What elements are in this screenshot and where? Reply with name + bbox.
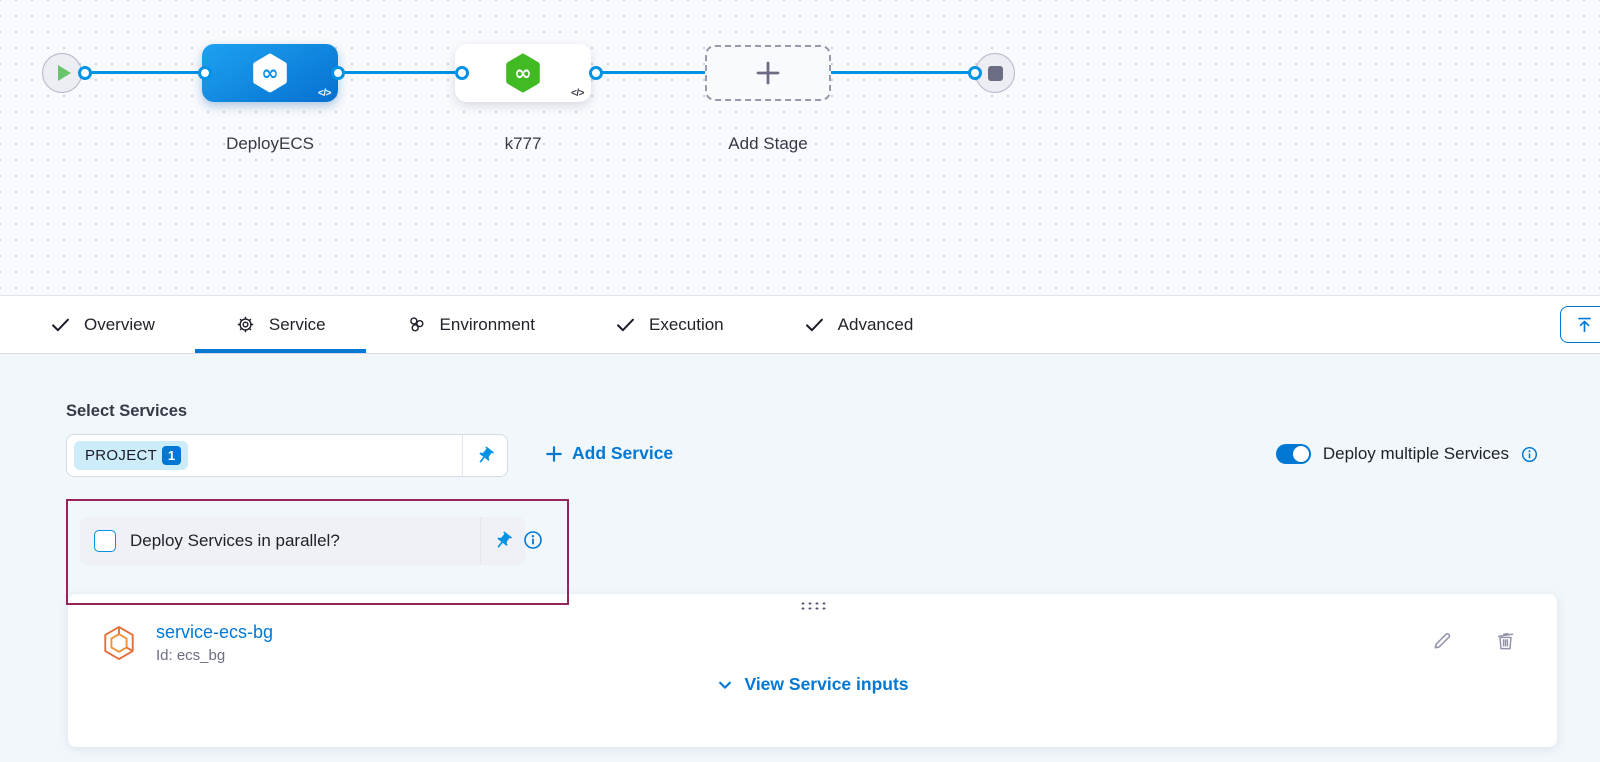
trash-icon [1494, 629, 1517, 652]
tab-advanced[interactable]: Advanced [764, 296, 954, 353]
deploy-multiple-label: Deploy multiple Services [1323, 444, 1509, 464]
add-service-button[interactable]: Add Service [545, 443, 673, 464]
drag-handle[interactable] [799, 601, 826, 611]
check-icon [615, 314, 636, 335]
pipeline-edge [338, 71, 462, 74]
stage-label-deployecs: DeployECS [185, 134, 355, 154]
add-stage-button[interactable] [705, 45, 831, 101]
environment-icon [406, 314, 427, 335]
view-inputs-label: View Service inputs [744, 674, 908, 695]
tab-execution[interactable]: Execution [575, 296, 764, 353]
service-id: Id: ecs_bg [156, 647, 273, 664]
service-card: service-ecs-bg Id: ecs_bg [68, 594, 1557, 747]
stage-node-deployecs[interactable]: ∞ </> [202, 44, 338, 102]
service-tab-panel: Select Services PROJECT 1 Add Service De… [0, 354, 1600, 762]
service-info: service-ecs-bg Id: ecs_bg [100, 622, 273, 664]
deploy-parallel-field[interactable]: Deploy Services in parallel? [80, 517, 525, 565]
stage-label-k777: k777 [438, 134, 608, 154]
deploy-multiple-toggle[interactable] [1276, 444, 1311, 464]
stop-icon [988, 66, 1003, 81]
plus-icon [753, 58, 783, 88]
pipeline-edge [830, 71, 976, 74]
svg-text:∞: ∞ [261, 61, 279, 85]
connector-port [198, 66, 212, 80]
tab-label: Advanced [838, 315, 914, 335]
pencil-icon [1431, 629, 1454, 652]
stage-config-tabbar: Overview Service Environment Execution A… [0, 295, 1600, 354]
services-select-field[interactable]: PROJECT 1 [66, 434, 508, 477]
harness-logo-icon: ∞ [249, 52, 291, 94]
check-icon [50, 314, 71, 335]
select-services-label: Select Services [66, 402, 187, 421]
pipeline-canvas[interactable]: ∞ </> ∞ </> DeployECS k777 Add Stage [0, 0, 1600, 295]
pin-runtime-input-button[interactable] [480, 517, 525, 565]
tab-label: Environment [440, 315, 535, 335]
check-icon [804, 314, 825, 335]
add-service-label: Add Service [572, 443, 673, 464]
tab-label: Execution [649, 315, 724, 335]
info-icon[interactable] [1521, 446, 1538, 463]
add-stage-label: Add Stage [683, 134, 853, 154]
deploy-parallel-label: Deploy Services in parallel? [130, 531, 340, 551]
chip-count-badge: 1 [162, 446, 181, 465]
pin-icon [475, 446, 495, 466]
gear-icon [235, 314, 256, 335]
play-icon [58, 65, 71, 81]
code-view-badge: </> [318, 88, 331, 99]
save-button[interactable]: S [1560, 306, 1600, 343]
chevron-down-icon [716, 676, 734, 694]
connector-port [78, 66, 92, 80]
tab-service[interactable]: Service [195, 296, 366, 353]
pipeline-start-node[interactable] [42, 53, 82, 93]
stage-node-k777[interactable]: ∞ </> [455, 44, 591, 102]
tab-overview[interactable]: Overview [10, 296, 195, 353]
deploy-multiple-row: Deploy multiple Services [1276, 444, 1538, 464]
delete-service-button[interactable] [1494, 629, 1517, 652]
pin-runtime-input-button[interactable] [462, 435, 507, 476]
connector-port [331, 66, 345, 80]
tab-environment[interactable]: Environment [366, 296, 575, 353]
connector-port [968, 66, 982, 80]
pipeline-edge [596, 71, 708, 74]
selected-service-chip[interactable]: PROJECT 1 [74, 441, 188, 470]
svg-text:∞: ∞ [514, 61, 532, 85]
connector-port [455, 66, 469, 80]
deploy-parallel-checkbox[interactable] [94, 530, 116, 552]
plus-icon [545, 445, 563, 463]
tab-label: Service [269, 315, 326, 335]
upload-icon [1575, 315, 1594, 334]
info-icon[interactable] [523, 530, 543, 550]
tab-label: Overview [84, 315, 155, 335]
harness-logo-icon: ∞ [502, 52, 544, 94]
chip-label: PROJECT [85, 447, 157, 464]
pin-icon [493, 531, 513, 551]
edit-service-button[interactable] [1431, 629, 1454, 652]
pipeline-edge [85, 71, 206, 74]
service-card-actions [1431, 629, 1517, 652]
code-view-badge: </> [571, 88, 584, 99]
parallel-option-highlight: Deploy Services in parallel? [66, 499, 569, 605]
toggle-knob [1293, 446, 1309, 462]
ecs-service-icon [100, 624, 138, 662]
connector-port [589, 66, 603, 80]
view-service-inputs-button[interactable]: View Service inputs [68, 674, 1557, 695]
service-name-link[interactable]: service-ecs-bg [156, 622, 273, 643]
